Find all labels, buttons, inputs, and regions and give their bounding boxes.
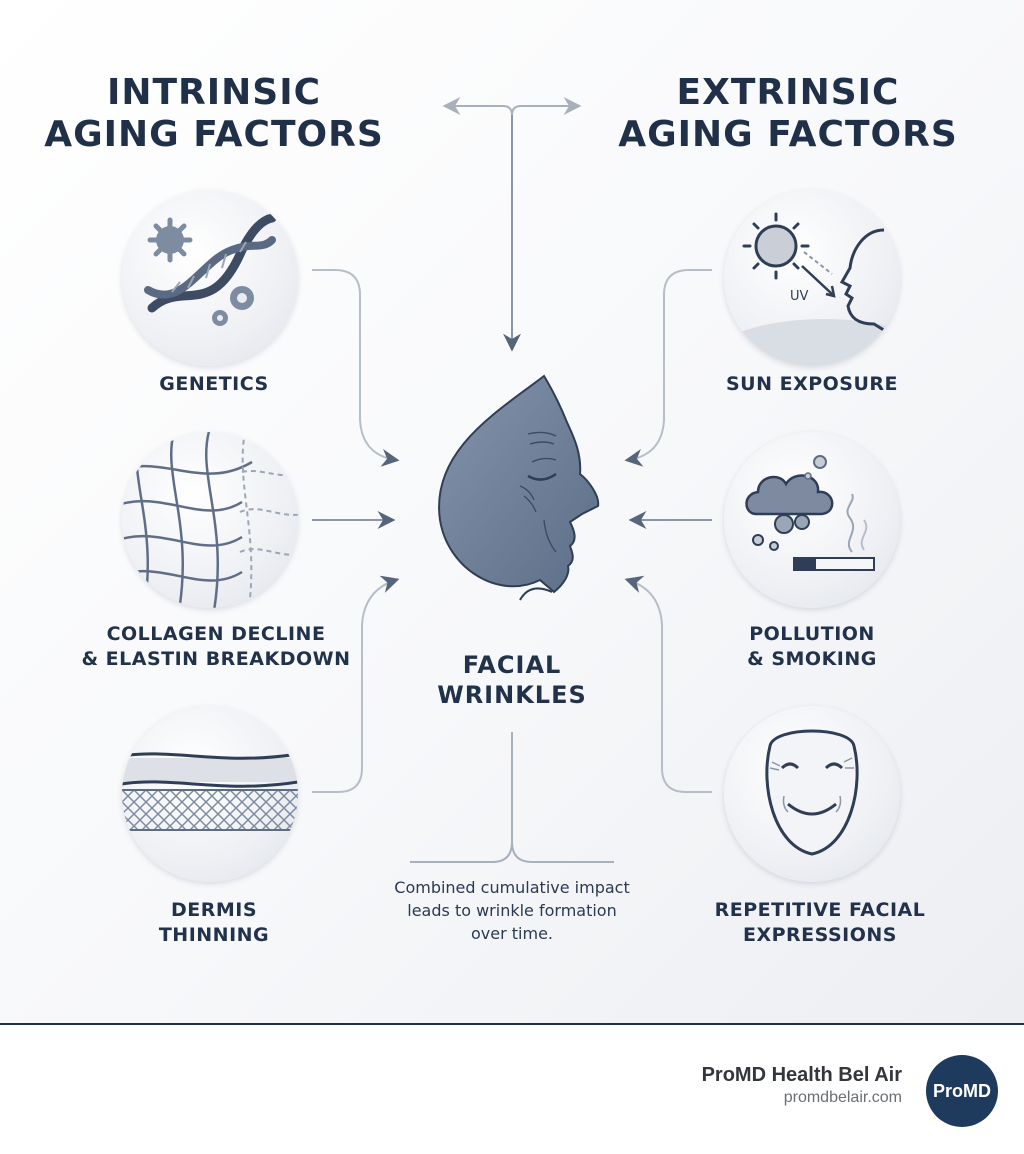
genetics-label-line1: GENETICS — [159, 373, 269, 395]
skin-layers-icon — [122, 752, 298, 831]
sun-label-line1: SUN EXPOSURE — [725, 373, 899, 395]
center-title: FACIAL WRINKLES — [412, 650, 612, 710]
collagen-label-line1: COLLAGEN DECLINE — [106, 623, 326, 645]
connector-arrows — [312, 97, 712, 863]
extrinsic-heading-line1: EXTRINSIC — [676, 72, 900, 113]
left-connectors — [312, 269, 400, 793]
face-profile-icon — [438, 374, 600, 601]
uv-label: UV — [790, 289, 809, 304]
intrinsic-heading: INTRINSIC AGING FACTORS — [34, 72, 394, 156]
sun-label: SUN EXPOSURE — [662, 372, 962, 397]
dermis-label-line1: DERMIS — [170, 899, 258, 921]
expressions-circle — [724, 706, 900, 882]
dermis-circle — [122, 706, 298, 882]
extrinsic-heading-line2: AGING FACTORS — [618, 114, 958, 155]
collagen-mesh-icon — [122, 432, 298, 608]
intrinsic-heading-line1: INTRINSIC — [106, 72, 322, 113]
pollution-label-line2: & SMOKING — [747, 648, 877, 670]
dermis-label-line2: THINNING — [158, 924, 270, 946]
footer: ProMD Health Bel Air promdbelair.com Pro… — [0, 1025, 1024, 1153]
infographic-canvas: INTRINSIC AGING FACTORS EXTRINSIC AGING … — [0, 0, 1024, 1025]
expressions-label-line1: REPETITIVE FACIAL — [714, 899, 926, 921]
collagen-label-line2: & ELASTIN BREAKDOWN — [81, 648, 351, 670]
expressions-label: REPETITIVE FACIAL EXPRESSIONS — [670, 898, 970, 948]
intrinsic-heading-line2: AGING FACTORS — [44, 114, 384, 155]
brand-logo: ProMD — [926, 1055, 998, 1127]
genetics-circle — [122, 190, 298, 366]
smog-cigarette-icon — [745, 455, 875, 571]
sun-uv-profile-icon: UV — [724, 212, 900, 366]
collagen-label: COLLAGEN DECLINE & ELASTIN BREAKDOWN — [66, 622, 366, 672]
pollution-circle — [724, 432, 900, 608]
footer-divider — [0, 1023, 1024, 1025]
expressions-label-line2: EXPRESSIONS — [743, 924, 897, 946]
extrinsic-heading: EXTRINSIC AGING FACTORS — [608, 72, 968, 156]
top-fork-arrow — [442, 97, 582, 352]
dna-gears-icon — [144, 213, 277, 326]
pollution-label-line1: POLLUTION — [749, 623, 875, 645]
center-caption: Combined cumulative impact leads to wrin… — [394, 878, 630, 943]
sun-circle: UV — [724, 190, 900, 366]
smiling-face-icon — [765, 729, 859, 856]
center-title-line1: FACIAL — [462, 651, 562, 679]
dermis-label: DERMIS THINNING — [64, 898, 364, 948]
collagen-circle — [122, 432, 298, 608]
right-connectors — [624, 269, 712, 793]
pollution-label: POLLUTION & SMOKING — [662, 622, 962, 672]
brand-name: ProMD Health Bel Air — [701, 1064, 902, 1086]
center-title-line2: WRINKLES — [437, 681, 587, 709]
bottom-fork — [410, 732, 614, 863]
brand-url[interactable]: promdbelair.com — [783, 1089, 902, 1106]
genetics-label: GENETICS — [64, 372, 364, 397]
